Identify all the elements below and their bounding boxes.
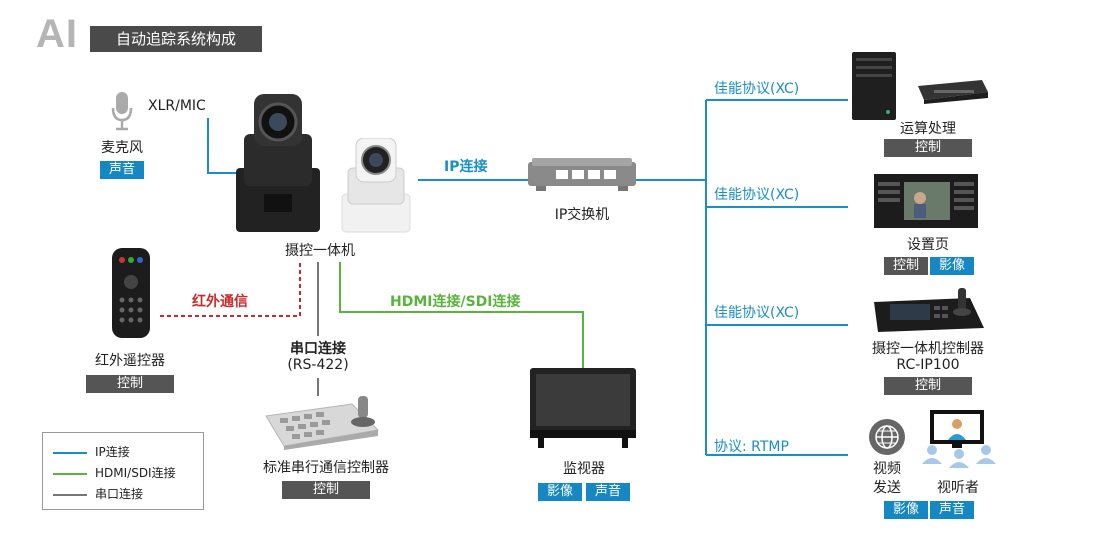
settings-page-screenshot-icon xyxy=(874,174,978,228)
processing-tag-control: 控制 xyxy=(884,139,972,157)
legend-item-hdmi: HDMI/SDI连接 xyxy=(53,464,176,481)
server-tower-icon xyxy=(852,52,896,120)
ptz-camera-black-icon xyxy=(236,94,320,232)
rc-model: RC-IP100 xyxy=(896,357,960,373)
ptz-name: 摄控一体机 xyxy=(285,243,355,259)
globe-icon xyxy=(869,419,905,455)
infrared-link-label: 红外通信 xyxy=(192,294,248,310)
legend-label-serial: 串口连接 xyxy=(95,487,144,501)
mic-line xyxy=(207,118,240,174)
rc-name: 摄控一体机控制器 xyxy=(872,341,984,357)
viewer-screen-icon xyxy=(930,410,984,448)
page-title: 自动追踪系统构成 xyxy=(90,26,262,52)
stream-tag-audio: 声音 xyxy=(930,501,974,519)
protocol-label-settings: 佳能协议(XC) xyxy=(714,187,800,203)
protocol-label-rc: 佳能协议(XC) xyxy=(714,305,800,321)
processing-name: 运算处理 xyxy=(900,121,956,137)
serial-controller-icon xyxy=(265,396,380,450)
legend-item-serial: 串口连接 xyxy=(53,485,143,502)
legend-item-ip: IP连接 xyxy=(53,443,130,460)
legend: IP连接 HDMI/SDI连接 串口连接 xyxy=(42,432,204,510)
ai-logo: AI xyxy=(36,12,78,56)
legend-label-hdmi: HDMI/SDI连接 xyxy=(95,466,176,480)
monitor-tag-video: 影像 xyxy=(538,483,582,501)
mini-pc-icon xyxy=(918,80,988,104)
settings-tag-video: 影像 xyxy=(930,257,974,275)
legend-swatch-serial xyxy=(53,493,87,496)
hdmi-line xyxy=(339,262,584,368)
hdmi-link-label: HDMI连接/SDI连接 xyxy=(390,294,521,310)
stream-send-line1: 视频 xyxy=(873,461,901,477)
ir-line xyxy=(160,262,301,317)
ip-link-label: IP连接 xyxy=(444,159,488,175)
legend-label-ip: IP连接 xyxy=(95,445,130,459)
switch-name: IP交换机 xyxy=(554,207,610,223)
monitor-name: 监视器 xyxy=(563,461,605,477)
settings-tag-control: 控制 xyxy=(884,257,928,275)
stream-send-line2: 发送 xyxy=(873,480,901,496)
ir-remote-icon xyxy=(112,248,150,338)
serial-link-sub: (RS-422) xyxy=(287,357,349,373)
rc-tag-control: 控制 xyxy=(884,377,972,395)
serial-controller-name: 标准串行通信控制器 xyxy=(263,460,389,476)
rc-ip100-controller-icon xyxy=(874,288,984,332)
stream-tag-video: 影像 xyxy=(884,501,928,519)
monitor-tag-audio: 声音 xyxy=(586,483,630,501)
protocol-label-stream: 协议: RTMP xyxy=(714,439,789,455)
serial-link-label: 串口连接 xyxy=(290,341,346,357)
serial-controller-tag-control: 控制 xyxy=(282,481,370,499)
microphone-icon xyxy=(111,92,133,131)
legend-swatch-ip xyxy=(53,451,87,454)
mic-name: 麦克风 xyxy=(101,140,143,156)
mic-tag-audio: 声音 xyxy=(100,161,144,179)
protocol-label-processing: 佳能协议(XC) xyxy=(714,81,800,97)
legend-swatch-hdmi xyxy=(53,472,87,475)
ir-remote-name: 红外遥控器 xyxy=(95,353,165,369)
audience-icon xyxy=(922,445,996,468)
settings-name: 设置页 xyxy=(907,237,949,253)
ir-tag-control: 控制 xyxy=(86,375,174,393)
mic-port-label: XLR/MIC xyxy=(148,98,206,114)
ptz-camera-white-icon xyxy=(341,138,411,233)
monitor-icon xyxy=(530,368,636,448)
stream-viewer: 视听者 xyxy=(937,480,979,496)
network-switch-icon xyxy=(528,158,636,191)
